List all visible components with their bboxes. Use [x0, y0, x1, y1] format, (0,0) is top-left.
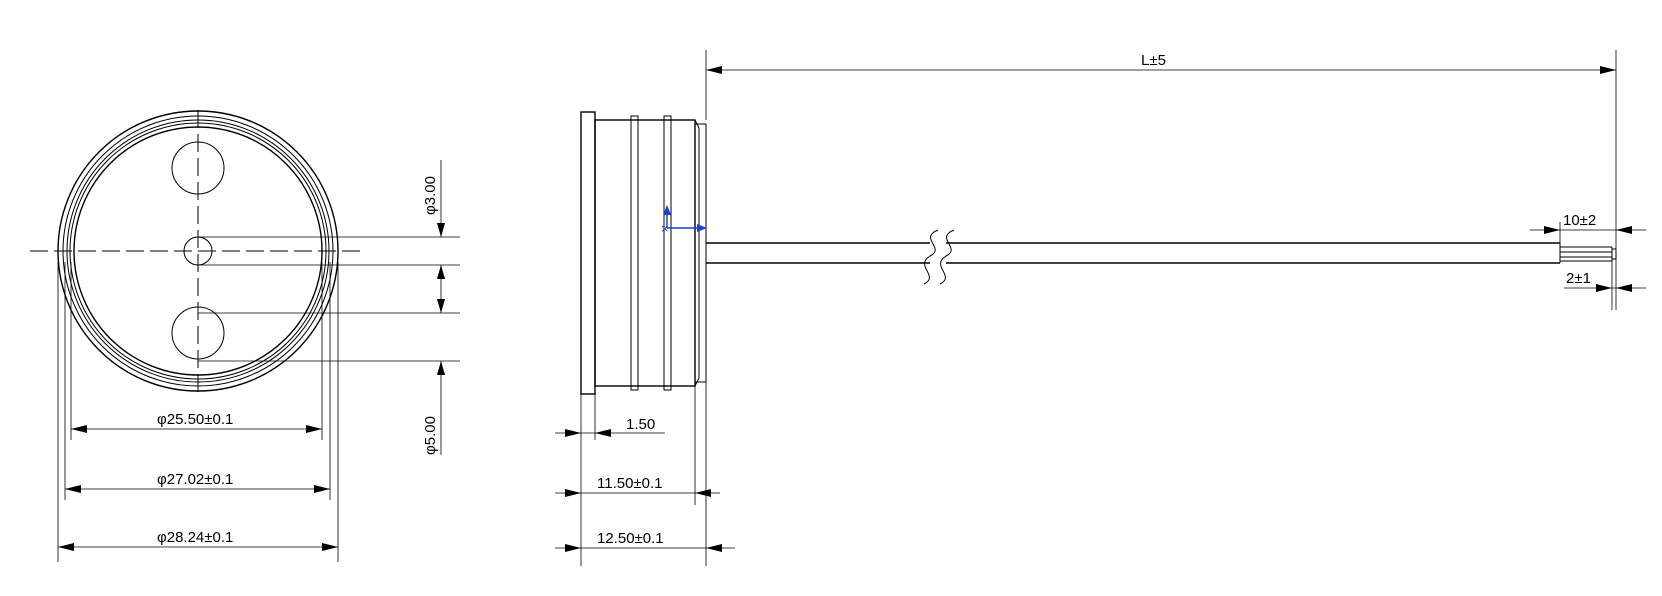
length-label: L±5 [1141, 52, 1166, 69]
wire-tip-label: 2±1 [1566, 270, 1591, 287]
total-length-label: 12.50±0.1 [597, 530, 664, 547]
outer-dia-label: φ28.24±0.1 [157, 529, 233, 546]
groove-2 [663, 115, 672, 391]
hole-large-dia-label: φ5.00 [422, 416, 439, 455]
inner-dia-label: φ25.50±0.1 [157, 411, 233, 428]
body [594, 119, 696, 387]
flange-thickness-label: 1.50 [626, 416, 655, 433]
cable-break-symbol [923, 229, 939, 285]
svg-text:×: × [661, 221, 669, 236]
side-view: × L±5 10±2 [555, 50, 1646, 566]
strip-length-label: 10±2 [1563, 212, 1596, 229]
hole-small-dia-label: φ3.00 [422, 176, 439, 215]
groove-1 [630, 115, 639, 391]
mid-dia-label: φ27.02±0.1 [157, 471, 233, 488]
flange [580, 111, 596, 395]
origin-marker: × [661, 205, 707, 236]
front-view: φ3.00 φ5.00 φ25.50±0.1 φ27.02±0.1 φ28.24… [30, 110, 460, 562]
body-length-label: 11.50±0.1 [597, 475, 663, 492]
